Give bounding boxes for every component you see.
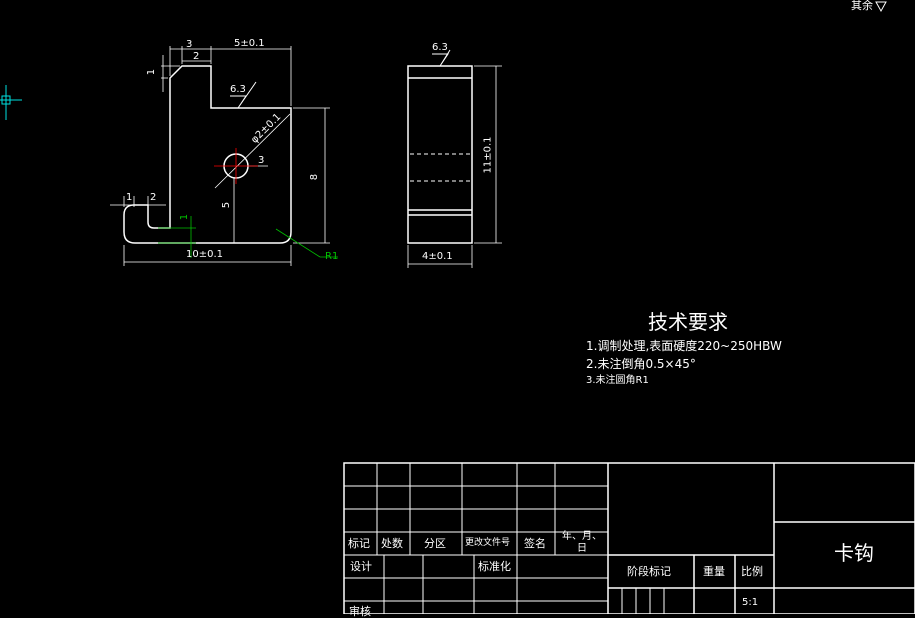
side-view-dimension-lines xyxy=(407,65,502,268)
cursor-crosshair xyxy=(0,85,22,120)
tech-req-line-1: 1.调制处理,表面硬度220~250HBW xyxy=(586,339,782,353)
dim-top-3: 3 xyxy=(186,39,193,50)
dim-width-5: 5±0.1 xyxy=(234,38,265,49)
green-dimensions xyxy=(158,216,338,258)
front-view xyxy=(123,65,292,244)
tb-date: 年、月、日 xyxy=(562,531,602,554)
dim-hole-3: 3 xyxy=(258,155,265,166)
tb-sign: 签名 xyxy=(524,537,546,550)
tech-req-title: 技术要求 xyxy=(648,310,728,334)
side-view-hidden-lines xyxy=(410,153,470,182)
tech-req-line-3: 3.未注圆角R1 xyxy=(586,375,649,386)
tb-mark: 标记 xyxy=(348,537,370,550)
tb-scale-value: 5:1 xyxy=(742,597,759,608)
roughness-value-front: 6.3 xyxy=(230,84,246,95)
roughness-symbol-front xyxy=(230,81,257,109)
dim-side-width: 4±0.1 xyxy=(422,251,453,262)
front-view-dimension-lines xyxy=(110,46,330,266)
title-block-grid xyxy=(344,463,665,614)
dim-left-2: 2 xyxy=(150,192,157,203)
tb-review: 审核 xyxy=(349,605,371,618)
roughness-symbol-side xyxy=(432,49,451,67)
dim-top-2: 2 xyxy=(193,51,200,62)
tb-zone: 分区 xyxy=(424,537,446,550)
tb-change-doc: 更改文件号 xyxy=(465,538,511,548)
dim-small-1: 1 xyxy=(179,213,191,221)
tb-count: 处数 xyxy=(381,537,403,550)
tb-design: 设计 xyxy=(350,560,372,573)
dim-top-1: 1 xyxy=(146,68,158,76)
dim-bottom-10: 10±0.1 xyxy=(186,249,224,260)
roughness-symbol-other xyxy=(875,1,887,13)
tech-req-line-2: 2.未注倒角0.5×45° xyxy=(586,357,696,371)
other-roughness-label: 其余 xyxy=(851,0,873,12)
tb-weight: 重量 xyxy=(703,565,725,578)
tb-standard: 标准化 xyxy=(478,560,511,573)
dim-radius: R1 xyxy=(325,251,339,262)
hole-centerlines xyxy=(214,148,258,184)
dim-left-1: 1 xyxy=(126,192,133,203)
dim-side-height: 11±0.1 xyxy=(482,136,494,174)
tb-part-name: 卡钩 xyxy=(834,541,874,565)
tb-stage: 阶段标记 xyxy=(627,565,671,578)
dim-height-5: 5 xyxy=(221,201,233,209)
dim-height-8: 8 xyxy=(309,173,321,181)
roughness-value-side: 6.3 xyxy=(432,42,448,53)
tb-scale: 比例 xyxy=(741,565,763,578)
